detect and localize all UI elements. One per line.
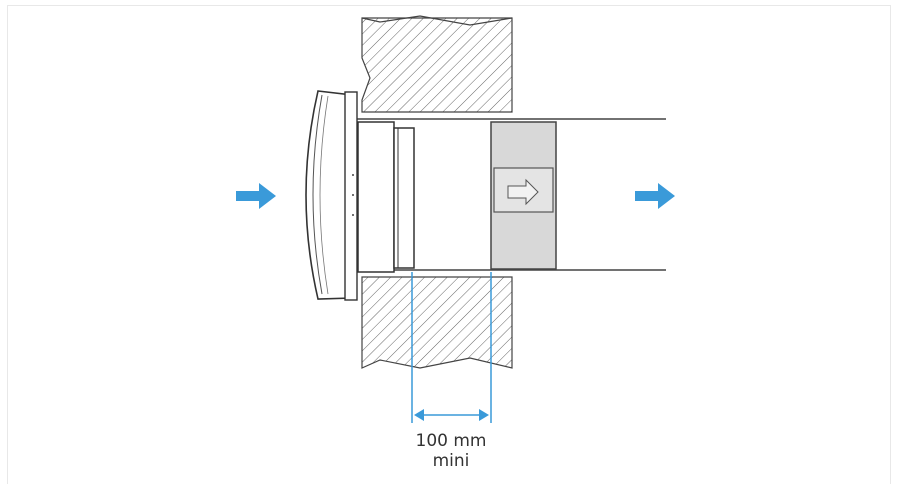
dimension-value-label: 100 mm <box>416 431 487 451</box>
device-grille <box>305 90 358 301</box>
wall-upper <box>361 17 513 113</box>
diagram-frame <box>7 5 891 484</box>
dimension-indicator <box>411 272 492 423</box>
device-body <box>357 121 415 273</box>
filter-cartridge <box>490 121 557 270</box>
wall-lower <box>361 276 513 369</box>
wall-upper-break-line <box>361 15 513 26</box>
airflow-in-arrow-icon <box>236 183 276 209</box>
airflow-out-arrow-icon <box>635 183 675 209</box>
dimension-note-label: mini <box>433 451 470 471</box>
filter-direction-arrow-icon <box>507 178 539 206</box>
